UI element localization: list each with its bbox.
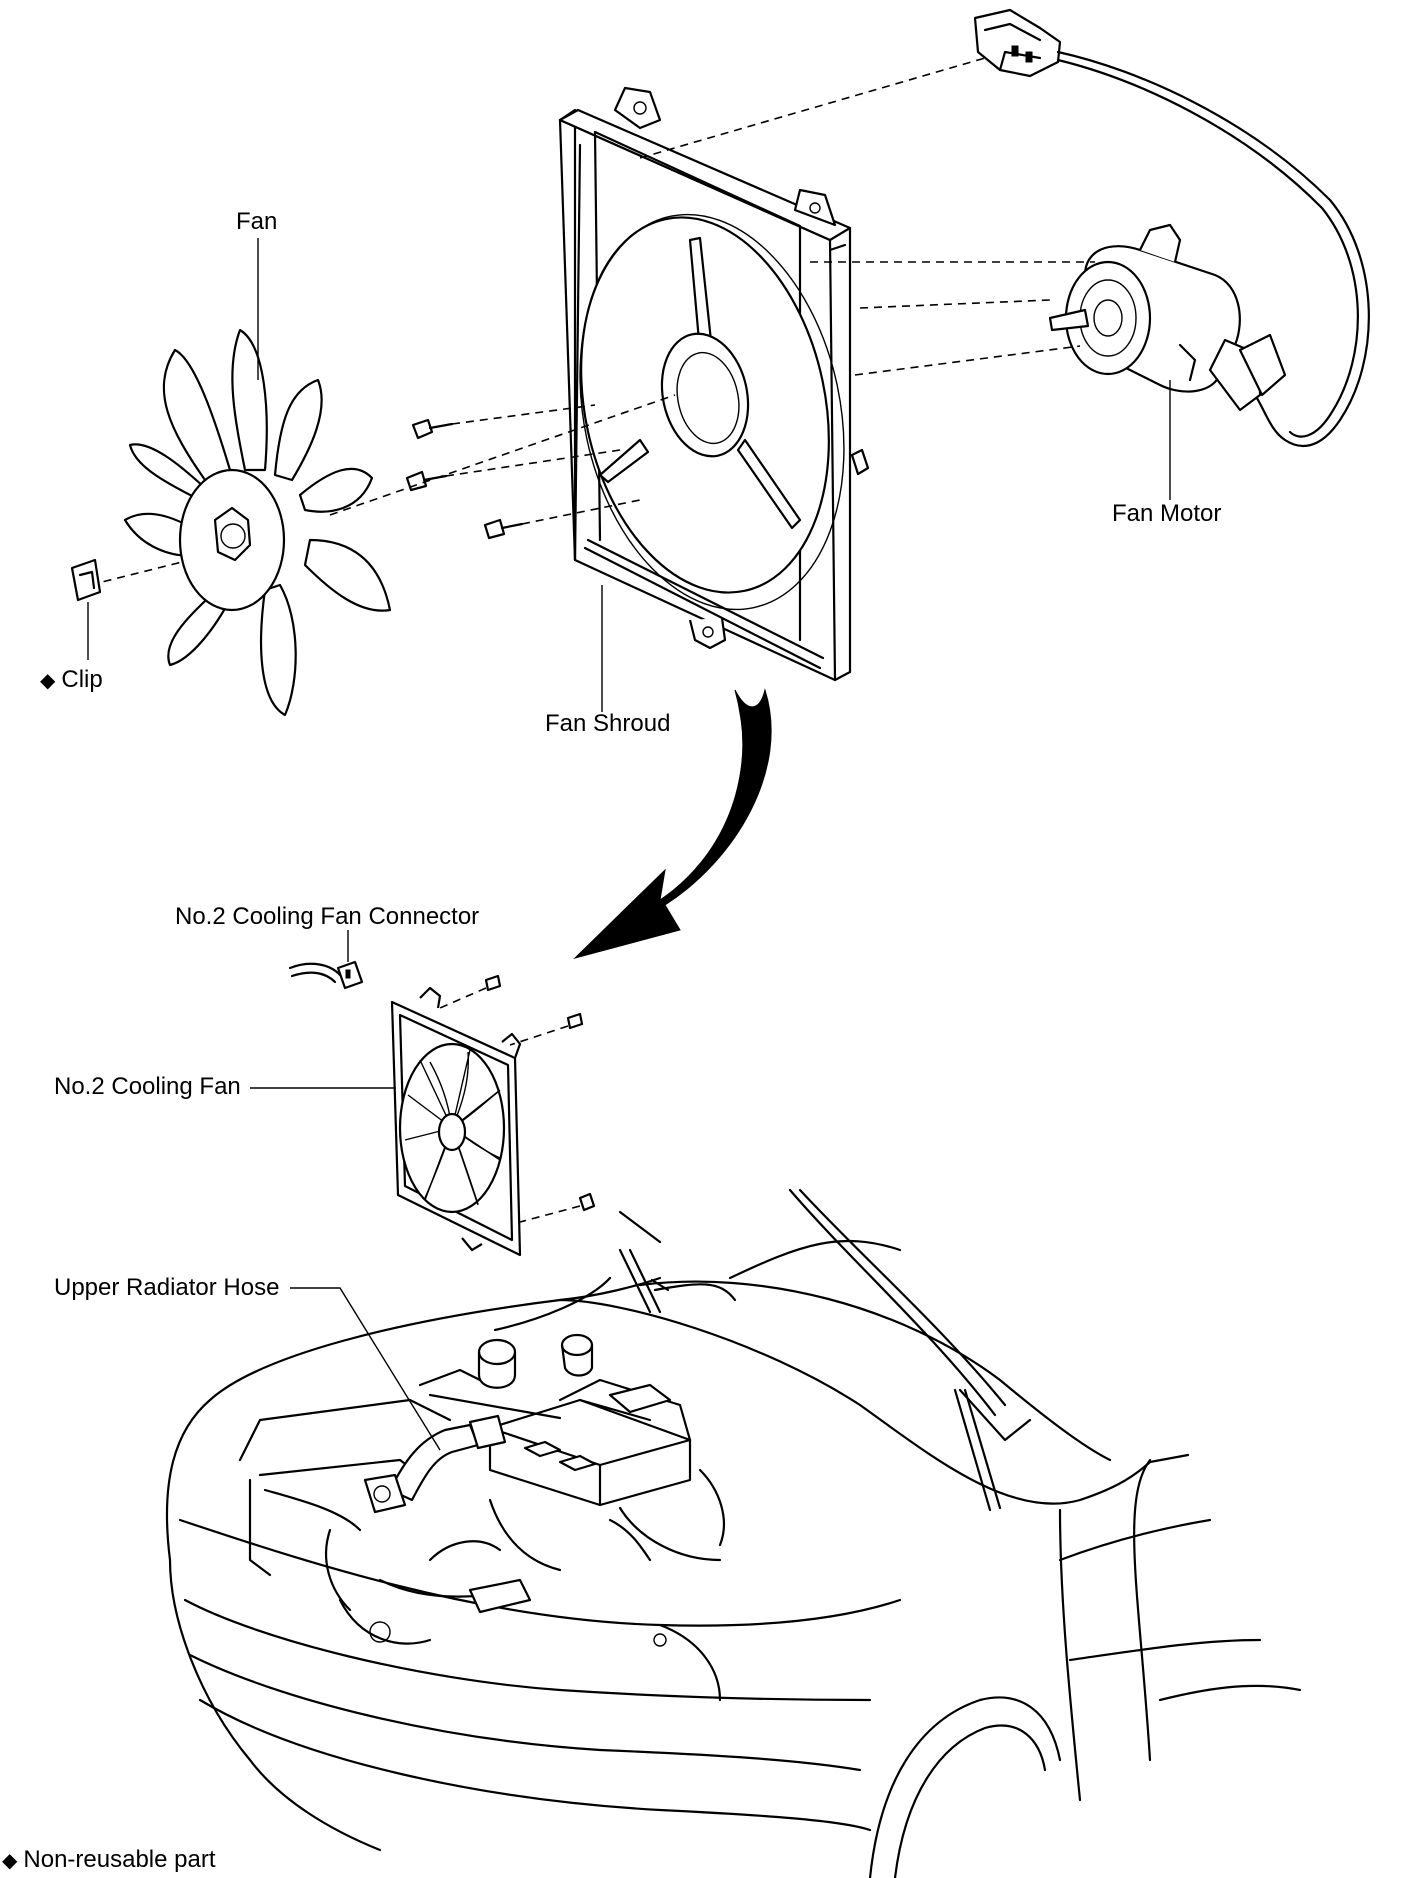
fan-motor-label: Fan Motor [1112,500,1222,527]
assembly-arrow [573,688,772,959]
legend: ◆Non-reusable part [2,1848,216,1872]
legend-mark-icon: ◆ [2,1850,18,1872]
upper-radiator-hose [363,1414,507,1514]
no2-fan-label: No.2 Cooling Fan [54,1073,241,1100]
assembly-line [639,57,986,159]
upper-hose-label: Upper Radiator Hose [54,1274,280,1301]
fan-shroud [558,86,870,682]
no2-cooling-fan-connector [288,960,364,990]
shroud-bolts [405,418,524,540]
fan-shroud-label: Fan Shroud [545,710,671,737]
legend-text: Non-reusable part [23,1846,216,1873]
no2-cooling-fan [390,986,522,1257]
motor-wire [1056,50,1370,448]
clip [70,558,102,602]
motor-connector [973,8,1062,78]
clip-label: ◆Clip [40,668,103,692]
clip-label-text: Clip [61,666,103,693]
no2-fan-bolts [439,974,596,1223]
fan-motor [1048,223,1287,412]
no2-connector-label: No.2 Cooling Fan Connector [175,903,480,930]
non-reusable-mark-icon: ◆ [40,670,56,692]
fan [123,328,392,717]
car-front [165,1188,1302,1878]
fan-label: Fan [236,208,278,235]
